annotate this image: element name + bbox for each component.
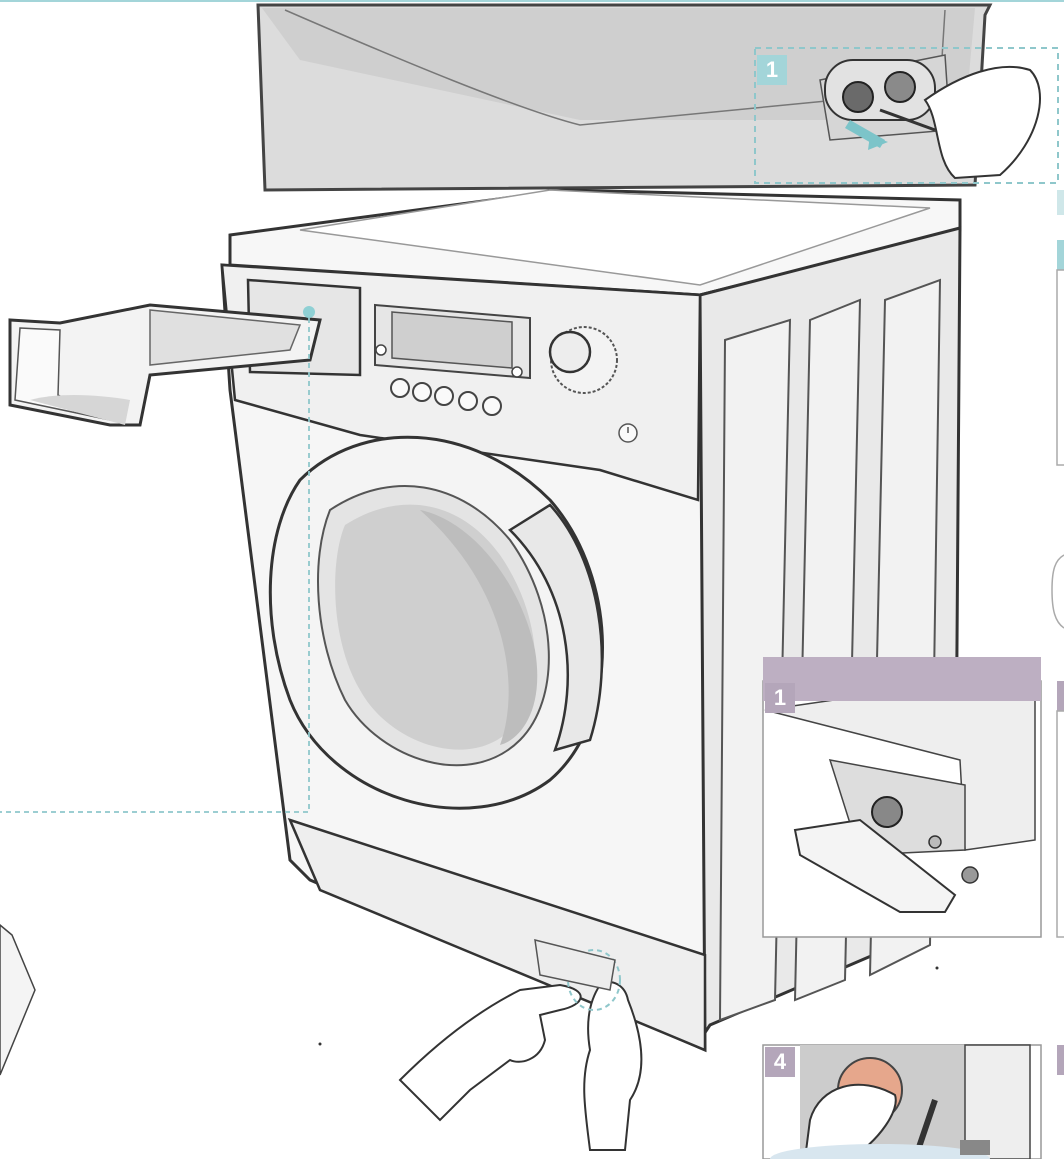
filter-step-4-badge: 4 [765,1047,795,1077]
right-edge-fragments [1052,190,1064,1075]
filter-section-header [763,657,1041,701]
power-icon [619,424,637,442]
hand-icon [400,982,641,1150]
filter-step-4-panel [763,1045,1041,1159]
filter-step-1-badge: 1 [765,683,795,713]
left-partial-shape [0,925,35,1075]
display-panel [375,305,530,378]
filter-step-1-panel [763,681,1041,937]
pipe-step-badge: 1 [757,55,787,85]
